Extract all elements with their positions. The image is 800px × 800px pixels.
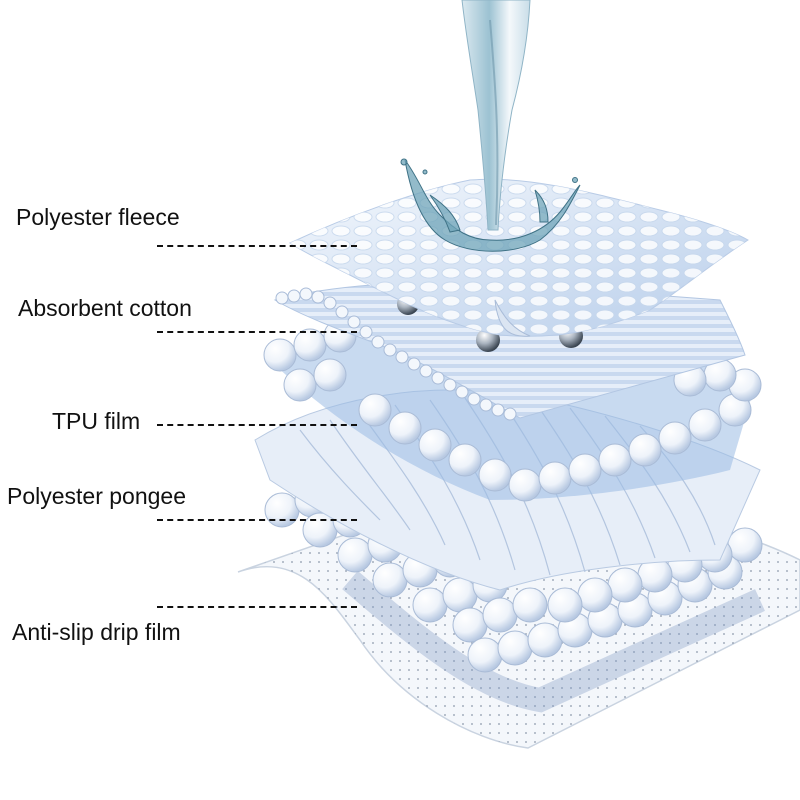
water-stream [461,0,531,231]
leader-line-polyester-fleece [157,245,357,247]
label-polyester-pongee: Polyester pongee [7,483,187,509]
polyester-fleece-layer [289,178,749,337]
label-absorbent-cotton: Absorbent cotton [18,295,192,321]
label-anti-slip-drip-film: Anti-slip drip film [12,619,181,645]
leader-line-absorbent-cotton [157,331,357,333]
label-polyester-fleece: Polyester fleece [16,204,180,230]
water-splash [400,158,581,252]
leader-line-anti-slip-drip-film [157,606,357,608]
leader-line-tpu-film [157,424,357,426]
leader-line-polyester-pongee [157,519,357,521]
label-tpu-film: TPU film [52,408,141,434]
